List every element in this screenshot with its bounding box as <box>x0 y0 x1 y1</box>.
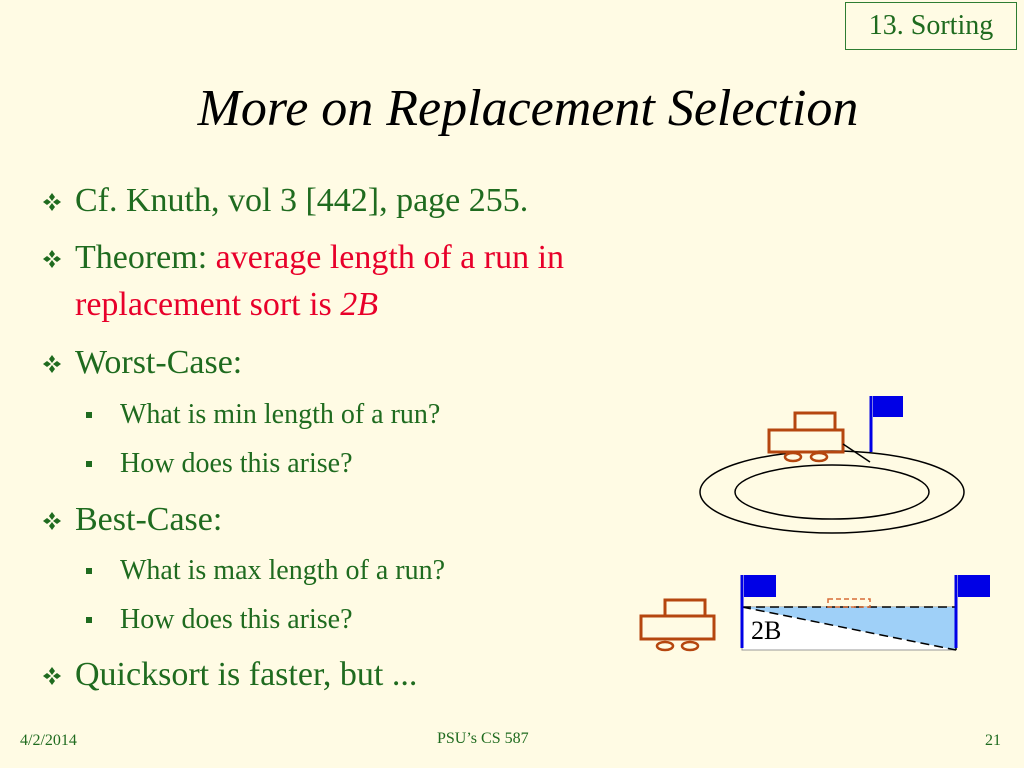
track-inner <box>734 464 930 520</box>
race-track <box>699 450 965 534</box>
bullet-text: Best-Case: <box>75 501 223 538</box>
square-bullet-icon <box>86 617 92 623</box>
footer-date: 4/2/2014 <box>20 732 77 749</box>
diamond-bullet-icon <box>43 250 61 268</box>
square-bullet-icon <box>86 568 92 574</box>
theorem-value: 2B <box>340 286 379 323</box>
diamond-bullet-icon <box>43 512 61 530</box>
bullet-text: Theorem: average length of a run in <box>75 235 564 281</box>
ghost-car <box>827 598 871 608</box>
square-bullet-icon <box>86 412 92 418</box>
footer-page-number: 21 <box>985 732 1001 749</box>
diamond-bullet-icon <box>43 355 61 373</box>
slide-title: More on Replacement Selection <box>197 80 859 137</box>
theorem-statement: average length of a run in <box>215 239 565 276</box>
diamond-bullet-icon <box>43 193 61 211</box>
footer-course: PSU’s CS 587 <box>437 730 529 747</box>
car-bottom-icon <box>639 598 716 652</box>
run-length-label: 2B <box>751 615 782 647</box>
sub-bullet-text: How does this arise? <box>120 448 353 479</box>
diamond-bullet-icon <box>43 667 61 685</box>
flag-top-icon <box>869 396 903 452</box>
sub-bullet-text: What is min length of a run? <box>120 399 441 430</box>
car-top-icon <box>767 411 871 463</box>
theorem-statement-line2: replacement sort is 2B <box>75 282 378 328</box>
bullet-text: Worst-Case: <box>75 344 243 381</box>
theorem-label: Theorem: <box>75 239 216 276</box>
bullet-text: Quicksort is faster, but ... <box>75 656 418 693</box>
bullet-text: Cf. Knuth, vol 3 [442], page 255. <box>75 182 529 219</box>
section-tag: 13. Sorting <box>845 2 1017 50</box>
track-outer <box>699 450 965 534</box>
flag-right-icon <box>954 575 990 648</box>
sub-bullet-text: What is max length of a run? <box>120 555 446 586</box>
sub-bullet-text: How does this arise? <box>120 604 353 635</box>
square-bullet-icon <box>86 461 92 467</box>
theorem-statement-text: replacement sort is <box>75 286 341 323</box>
